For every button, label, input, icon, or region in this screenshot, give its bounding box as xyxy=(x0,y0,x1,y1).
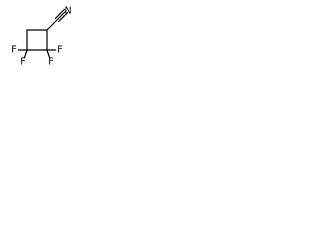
atom-label-f-left: F xyxy=(11,45,16,56)
atom-label-f-right: F xyxy=(57,45,62,56)
atom-label-f-lower-right: F xyxy=(48,57,53,68)
triple-bond-line-a xyxy=(56,10,67,21)
bond-c1-cn xyxy=(46,19,58,31)
triple-bond-line-c xyxy=(57,12,69,23)
bond-c2-f-lower xyxy=(46,49,51,59)
atom-label-n: N xyxy=(64,6,71,17)
bond-c3-f-lower xyxy=(23,49,28,59)
triple-bond-line-b xyxy=(54,8,66,19)
molecule-structure: N F F F F xyxy=(11,6,71,68)
atom-label-f-lower-left: F xyxy=(20,57,25,68)
